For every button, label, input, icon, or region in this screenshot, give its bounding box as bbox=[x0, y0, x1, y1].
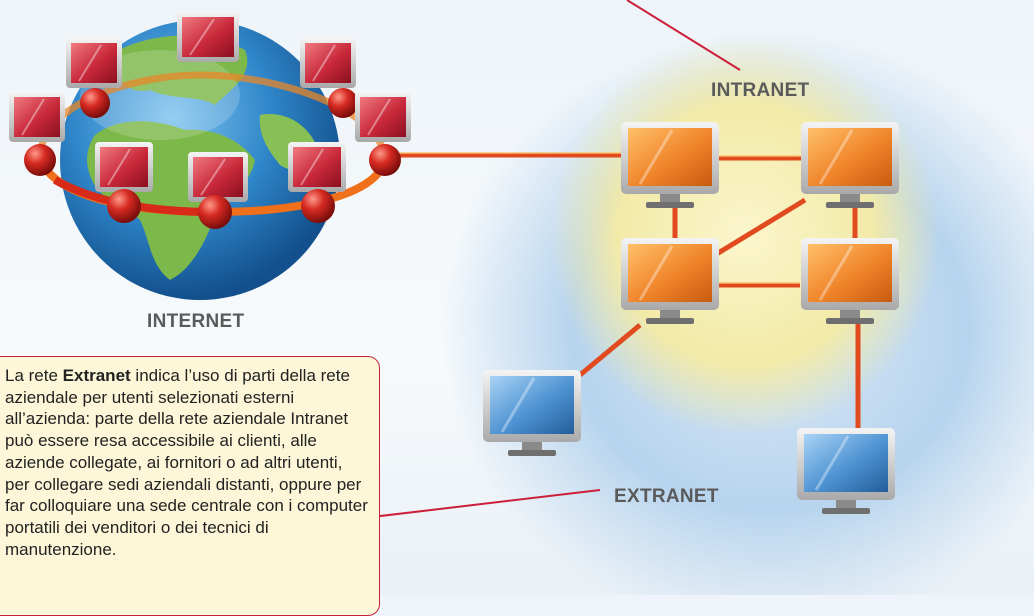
intranet-computer-icon bbox=[801, 122, 899, 208]
globe-computer-icon bbox=[177, 12, 239, 62]
globe-computer-icon bbox=[355, 92, 411, 176]
intranet-computer-icon bbox=[621, 122, 719, 208]
note-text-after: indica l’uso di parti della rete azienda… bbox=[5, 366, 368, 559]
extranet-computer-icon bbox=[797, 428, 895, 514]
globe-computer-icon bbox=[66, 38, 122, 118]
globe-computer-icon bbox=[95, 142, 153, 223]
note-text-before: La rete bbox=[5, 366, 63, 385]
globe-computer-icon bbox=[9, 92, 65, 176]
intranet-label: INTRANET bbox=[711, 80, 810, 101]
extranet-label: EXTRANET bbox=[614, 486, 719, 507]
globe-computer-icon bbox=[288, 142, 346, 223]
intranet-computer-icon bbox=[801, 238, 899, 324]
extranet-computer-icon bbox=[483, 370, 581, 456]
extranet-pointer-line bbox=[371, 489, 601, 518]
globe-computer-icon bbox=[300, 38, 358, 118]
intranet-pointer-line bbox=[626, 0, 741, 71]
network-diagram bbox=[9, 0, 1034, 595]
note-text-bold: Extranet bbox=[62, 366, 131, 385]
extranet-description-box: La rete Extranet indica l’uso di parti d… bbox=[0, 356, 380, 616]
globe-computer-icon bbox=[188, 152, 248, 229]
internet-label: INTERNET bbox=[147, 311, 245, 332]
intranet-computer-icon bbox=[621, 238, 719, 324]
